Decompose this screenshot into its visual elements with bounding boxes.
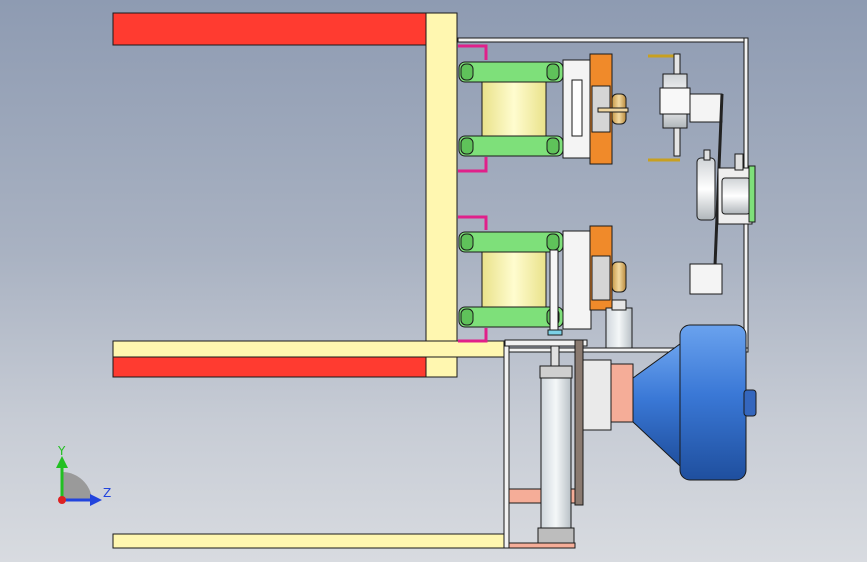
motor-coupling xyxy=(582,359,634,431)
middle-cream-beam xyxy=(112,340,509,358)
lower-roller-assembly xyxy=(458,215,627,343)
vertical-column xyxy=(425,12,458,378)
top-red-plate xyxy=(112,12,427,46)
pulley-system xyxy=(689,93,756,295)
z-axis-arrowhead xyxy=(90,494,102,506)
triad-quadrant xyxy=(62,471,92,500)
bottom-cream-rail xyxy=(112,533,506,549)
upper-roller-assembly xyxy=(458,44,629,173)
middle-red-plate xyxy=(112,356,427,378)
orientation-triad[interactable]: Y Z xyxy=(56,444,111,506)
pneumatic-cylinder-vertical xyxy=(537,345,575,544)
pneumatic-cylinder-short xyxy=(605,299,633,349)
y-axis-arrowhead xyxy=(56,456,68,468)
triad-origin xyxy=(58,496,66,504)
blue-motor xyxy=(632,324,757,481)
z-axis-label: Z xyxy=(103,486,111,500)
upper-small-cylinder xyxy=(648,53,723,162)
middle-cream-stub xyxy=(425,356,458,378)
y-axis-label: Y xyxy=(57,444,66,458)
